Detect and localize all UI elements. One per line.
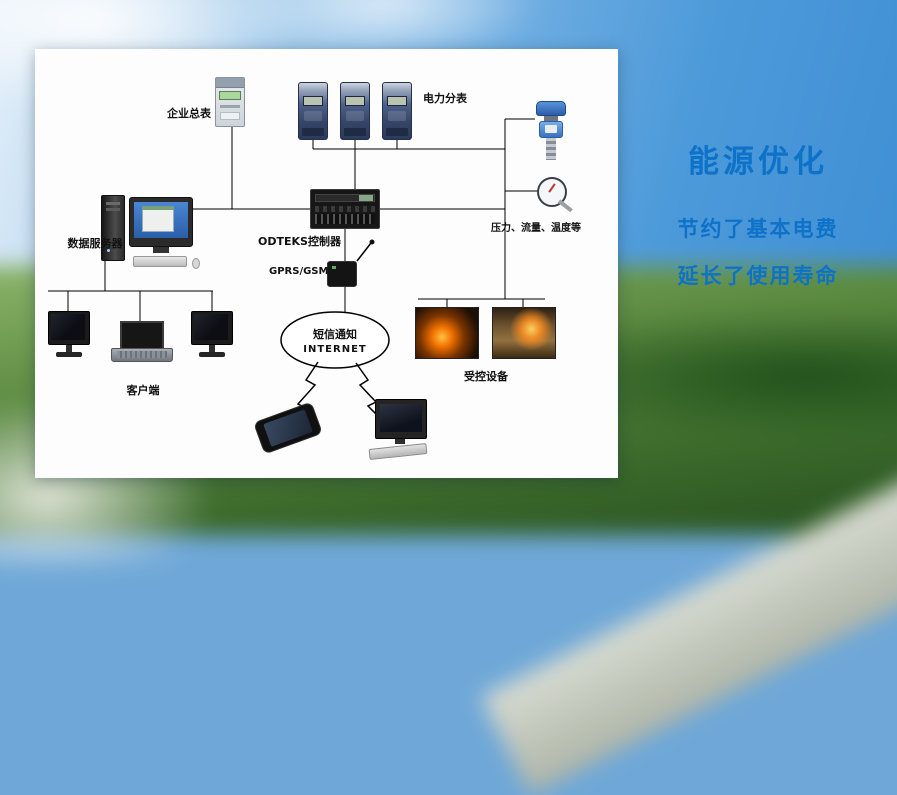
monitor-base — [199, 352, 225, 357]
remote-computer-monitor — [375, 399, 427, 439]
power-meter-device — [298, 82, 328, 140]
cloud-internet-label: INTERNET — [303, 344, 367, 355]
server-tower — [101, 195, 125, 261]
label-enterprise-meter: 企业总表 — [167, 107, 211, 120]
transmitter-neck — [544, 116, 558, 121]
furnace-photo-2 — [492, 307, 556, 359]
meter-lcd — [387, 96, 407, 106]
meter-top-cap — [216, 78, 244, 88]
transmitter-cap — [536, 101, 566, 116]
transmitter-flange — [546, 138, 556, 160]
headline-block: 能源优化 节约了基本电费 延长了使用寿命 — [628, 136, 888, 307]
internet-cloud-ellipse — [280, 311, 390, 369]
server-mouse — [192, 258, 200, 269]
enterprise-meter-device — [215, 77, 245, 127]
monitor-neck — [66, 345, 72, 352]
meter-buttons — [220, 105, 240, 108]
server-screen-titlebar — [142, 206, 174, 210]
label-clients: 客户端 — [126, 384, 160, 397]
monitor-neck — [209, 345, 215, 352]
meter-lcd — [303, 96, 323, 106]
modem-antenna-tip — [369, 239, 375, 245]
tower-drive-slot — [106, 202, 120, 205]
connector-lines — [48, 118, 545, 321]
headline-benefit-2: 延长了使用寿命 — [677, 264, 839, 288]
meter-terminal-cover — [386, 128, 408, 136]
client-laptop — [111, 321, 173, 365]
gsm-modem-device — [327, 261, 357, 287]
label-sensors: 压力、流量、温度等 — [491, 223, 581, 234]
controller-module-row — [315, 206, 375, 212]
meter-lcd — [219, 91, 241, 100]
diagram-panel: 企业总表 电力分表 压力、流量、温度等 ODTEKS控制器 数据服务器 GPRS… — [35, 49, 618, 478]
monitor-screen — [194, 314, 228, 340]
pressure-transmitter-device — [533, 101, 573, 161]
power-meter-device — [382, 82, 412, 140]
label-controller: ODTEKS控制器 — [258, 235, 341, 248]
meter-keypad — [346, 111, 364, 121]
server-keyboard — [133, 256, 187, 267]
furnace-photo-1 — [415, 307, 479, 359]
headline-title: 能源优化 — [688, 144, 828, 180]
controller-display — [359, 195, 373, 201]
pressure-gauge-device — [537, 177, 573, 213]
remote-computer-screen — [380, 404, 422, 432]
cloud-sms-label: 短信通知 — [313, 328, 357, 341]
label-controlled-equipment: 受控设备 — [464, 370, 508, 383]
meter-terminal-cover — [302, 128, 324, 136]
server-monitor-stand — [153, 247, 169, 253]
meter-lcd — [345, 96, 365, 106]
power-meter-device — [340, 82, 370, 140]
lightning-bolt-right — [355, 362, 383, 421]
connector-layer — [48, 118, 545, 424]
controller-top-row — [315, 194, 375, 202]
meter-keypad — [388, 111, 406, 121]
controller-device — [310, 189, 380, 229]
label-data-server: 数据服务器 — [67, 237, 123, 250]
meter-panel — [220, 112, 240, 120]
monitor-screen — [51, 314, 85, 340]
controller-terminals — [315, 214, 375, 224]
label-gprs-gsm: GPRS/GSM — [269, 266, 329, 277]
remote-computer-stand — [395, 439, 405, 444]
meter-terminal-cover — [344, 128, 366, 136]
client-monitor — [191, 311, 233, 361]
laptop-keys — [117, 351, 167, 358]
label-power-submeter: 电力分表 — [423, 92, 467, 105]
modem-led — [332, 266, 336, 269]
tower-drive-slot — [106, 208, 120, 211]
meter-keypad — [304, 111, 322, 121]
headline-benefit-1: 节约了基本电费 — [677, 217, 839, 241]
server-monitor — [129, 197, 193, 247]
tower-power-led — [107, 249, 110, 252]
laptop-screen — [120, 321, 164, 348]
internet-cloud-label: 短信通知 INTERNET — [281, 326, 389, 355]
modem-antenna — [356, 242, 372, 262]
monitor-base — [56, 352, 82, 357]
client-monitor — [48, 311, 90, 361]
transmitter-label — [545, 125, 557, 133]
